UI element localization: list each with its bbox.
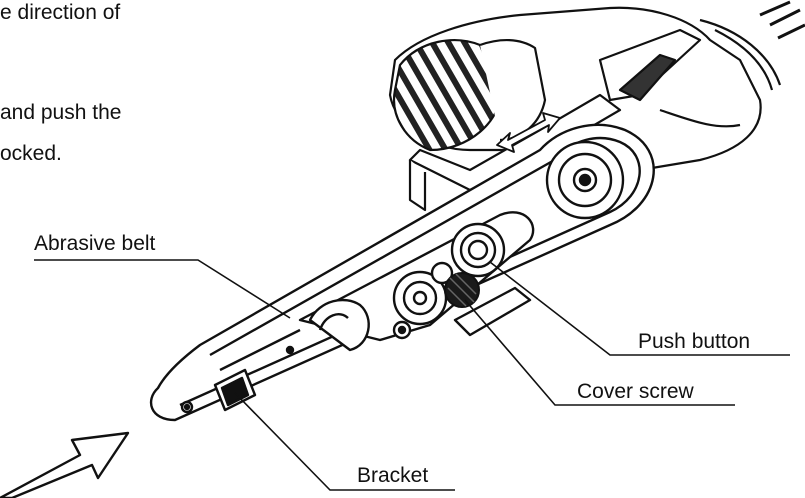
callout-push-button: Push button [638,330,751,353]
callout-cover-screw: Cover screw [577,380,694,403]
instruction-text-line-1: e direction of [0,1,121,24]
cover-screw [444,272,480,308]
instruction-text-line-2: and push the [0,101,122,124]
tool-housing [388,0,805,172]
callout-bracket: Bracket [357,464,429,487]
direction-arrow-icon [0,431,130,498]
instruction-text-line-3: ocked. [0,142,62,165]
belt-arm [149,123,655,422]
callout-abrasive-belt: Abrasive belt [34,232,156,255]
leader-lines [34,259,790,491]
